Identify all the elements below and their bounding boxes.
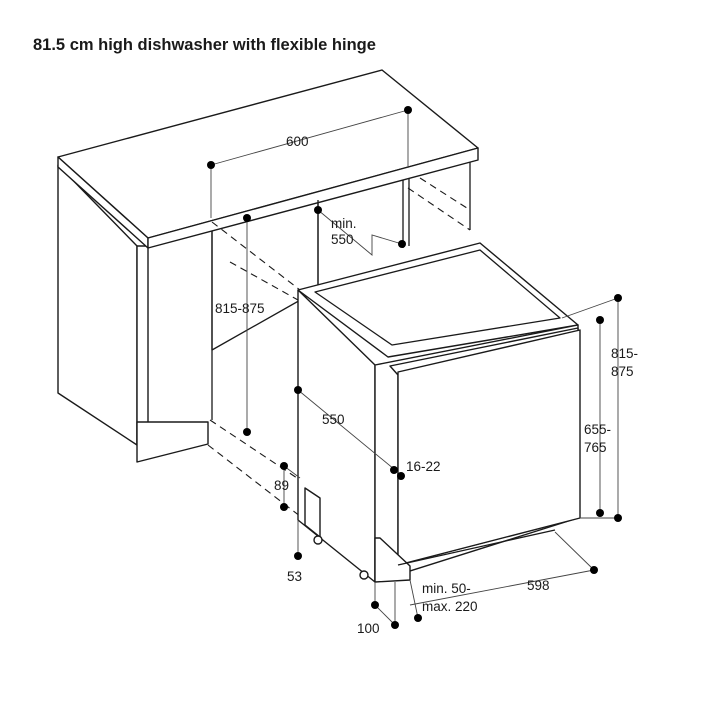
label-appliance-depth: 550 xyxy=(322,412,345,427)
label-door-height-1: 655- xyxy=(584,422,611,437)
label-niche-height: 815-875 xyxy=(215,301,265,316)
cabinet-front-panel xyxy=(136,245,149,446)
label-cabinet-width: 600 xyxy=(286,134,309,149)
door-bottom-edge xyxy=(397,529,556,566)
label-total-height-1: 815- xyxy=(611,346,638,361)
diagram-title: 81.5 cm high dishwasher with flexible hi… xyxy=(33,36,376,54)
label-door-gap: 16-22 xyxy=(406,459,441,474)
kitchen-cabinet xyxy=(57,69,479,463)
label-appliance-width: 598 xyxy=(527,578,550,593)
cabinet-plinth xyxy=(136,421,209,463)
dimension-labels: 600 min. 550 815-875 550 16-22 89 53 815… xyxy=(215,134,638,636)
dishwasher-top-inner xyxy=(314,249,561,346)
dimension-lines xyxy=(210,109,619,626)
countertop-side-edge xyxy=(147,147,479,249)
label-niche-depth-value: 550 xyxy=(331,232,354,247)
label-niche-depth-min: min. xyxy=(331,216,357,231)
dimension-dots xyxy=(207,106,622,629)
label-plinth-offset-2: max. 220 xyxy=(422,599,478,614)
label-plinth-89: 89 xyxy=(274,478,289,493)
dishwasher-plinth xyxy=(374,537,411,583)
label-total-height-2: 875 xyxy=(611,364,634,379)
dishwasher-door-front xyxy=(397,329,581,566)
dishwasher xyxy=(297,242,581,583)
label-plinth-53: 53 xyxy=(287,569,302,584)
label-plinth-100: 100 xyxy=(357,621,380,636)
rear-foot xyxy=(313,535,323,545)
label-plinth-offset-1: min. 50- xyxy=(422,581,471,596)
label-door-height-2: 765 xyxy=(584,440,607,455)
front-foot xyxy=(359,570,369,580)
